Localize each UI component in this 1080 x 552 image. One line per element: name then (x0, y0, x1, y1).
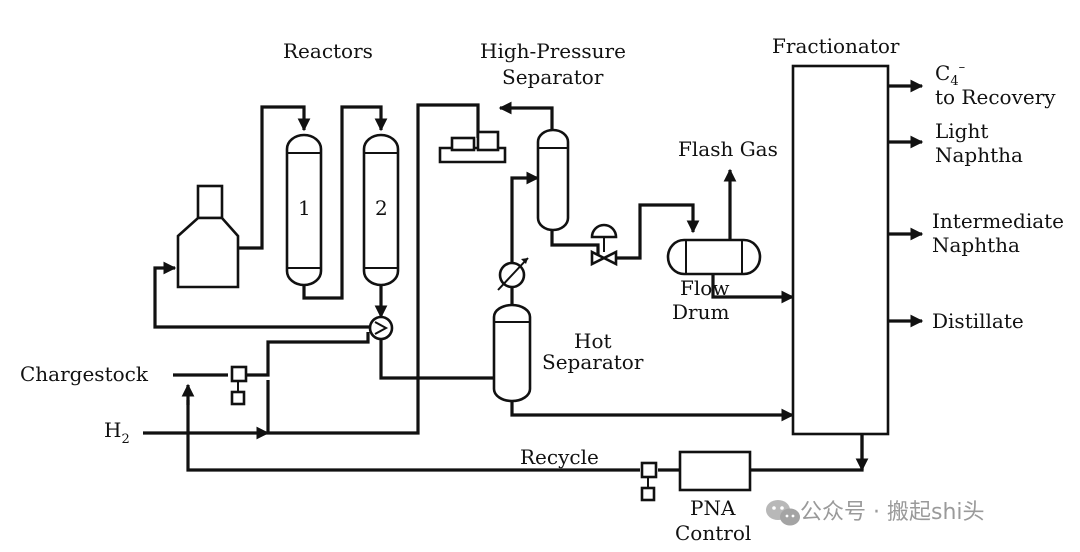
line-exchanger-to-furnace (153, 261, 370, 329)
line-exchanger-to-hot-separator (379, 339, 494, 380)
line-h2-to-hps (268, 103, 480, 435)
reactor-1 (285, 133, 323, 287)
line-hps-top (498, 101, 554, 135)
label-pna: PNA (690, 496, 736, 520)
heat-exchanger (368, 315, 394, 341)
label-h2: H2 (104, 418, 130, 447)
wechat-icon (766, 500, 800, 526)
reactor-2 (362, 133, 400, 287)
line-furnace-to-reactor1 (238, 105, 311, 250)
flow-controller-chargestock (230, 365, 248, 406)
label-light-naphtha-1: Light (935, 119, 988, 143)
label-flow-drum-1: Flow (680, 276, 729, 300)
furnace (176, 184, 240, 289)
watermark-text: 公众号 · 搬起shi头 (800, 500, 985, 525)
label-flash-gas: Flash Gas (678, 137, 778, 161)
label-c4: C4– (935, 60, 965, 89)
line-cooler-to-hps (510, 171, 540, 262)
label-hot-separator-2: Separator (542, 350, 644, 374)
control-valve (590, 223, 618, 267)
pna-control-unit (678, 450, 752, 492)
label-pna-control: Control (675, 521, 751, 545)
label-hps-line2: Separator (502, 65, 604, 89)
fractionator-column (791, 64, 890, 436)
high-pressure-separator (536, 128, 570, 232)
label-reactor-2: 2 (375, 196, 388, 220)
label-intermediate-2: Naphtha (932, 233, 1020, 257)
line-flowdrum-to-fractionator (711, 275, 795, 304)
watermark: 公众号 · 搬起shi头 (766, 500, 985, 526)
line-pna-to-fractionator (750, 433, 864, 472)
labels: Reactors 1 2 High-Pressure Separator Fra… (20, 34, 1064, 545)
label-light-naphtha-2: Naphtha (935, 143, 1023, 167)
hot-separator (492, 303, 532, 403)
label-reactor-1: 1 (298, 196, 311, 220)
air-cooler (497, 257, 529, 291)
label-recycle: Recycle (520, 445, 599, 469)
line-reactor1-to-reactor2 (302, 105, 388, 300)
compressor (438, 130, 507, 164)
label-fractionator: Fractionator (772, 34, 900, 58)
label-c4-recovery: to Recovery (935, 85, 1056, 109)
process-lines (143, 79, 924, 472)
label-hps-line1: High-Pressure (480, 39, 626, 63)
label-chargestock: Chargestock (20, 362, 149, 386)
label-distillate: Distillate (932, 309, 1024, 333)
line-chargestock-to-exchanger (245, 332, 370, 377)
label-flow-drum-2: Drum (672, 300, 729, 324)
flow-drum (666, 238, 762, 276)
label-intermediate-1: Intermediate (932, 209, 1064, 233)
flow-controller-recycle (640, 461, 658, 502)
line-hps-to-valve (550, 228, 600, 258)
line-valve-to-flowdrum (610, 203, 700, 260)
label-hot-separator-1: Hot (574, 329, 612, 353)
label-reactors: Reactors (283, 39, 373, 63)
line-hotsep-to-fractionator (510, 398, 795, 422)
line-recycle (186, 400, 640, 472)
